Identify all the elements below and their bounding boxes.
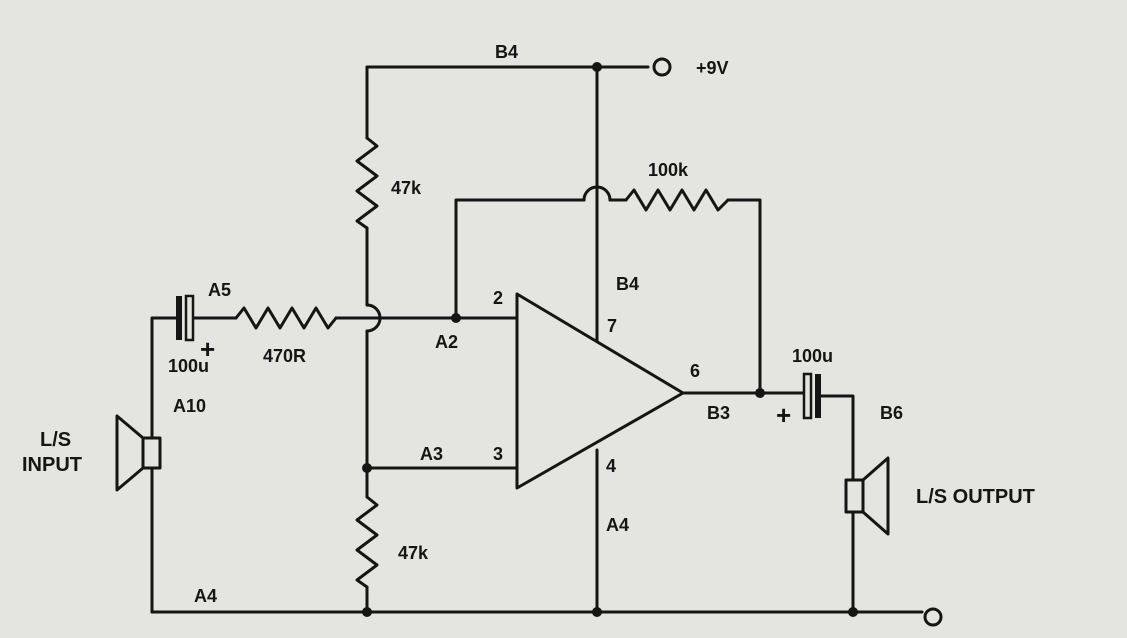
wire-input-left <box>150 316 180 442</box>
label-pin7: 7 <box>607 316 617 336</box>
label-r-input: 470R <box>263 346 306 366</box>
label-pin4: 4 <box>606 456 616 476</box>
capacitor-input <box>176 294 195 342</box>
label-r-lower: 47k <box>398 543 429 563</box>
label-c-input: 100u <box>168 356 209 376</box>
terminal-ground <box>923 607 943 627</box>
label-pin2: 2 <box>493 288 503 308</box>
label-b4-top: B4 <box>495 42 518 62</box>
label-a4-bottom: A4 <box>194 586 217 606</box>
resistor-470r <box>234 306 338 330</box>
resistor-47k-lower <box>355 495 379 589</box>
label-a5: A5 <box>208 280 231 300</box>
junctions <box>362 62 858 617</box>
label-a3: A3 <box>420 444 443 464</box>
resistor-47k-upper <box>355 136 379 230</box>
label-a10: A10 <box>173 396 206 416</box>
label-ls-output: L/S OUTPUT <box>916 486 1035 508</box>
label-r-feedback: 100k <box>648 160 689 180</box>
label-a4-right: A4 <box>606 515 629 535</box>
wire-feedback-right <box>726 198 762 395</box>
label-c-output: 100u <box>792 346 833 366</box>
op-amp-triangle <box>515 292 685 490</box>
label-r-upper: 47k <box>391 178 422 198</box>
capacitor-output <box>802 372 821 420</box>
label-ls-input-line1: L/S <box>40 429 71 451</box>
plus-output-cap: + <box>776 400 791 430</box>
resistor-100k <box>624 188 730 212</box>
label-supply: +9V <box>696 58 729 78</box>
terminal-supply <box>652 57 672 77</box>
label-b3: B3 <box>707 403 730 423</box>
label-b6: B6 <box>880 403 903 423</box>
label-b4-right: B4 <box>616 274 639 294</box>
wire-feedback-left <box>454 198 586 320</box>
label-ls-input-line2: INPUT <box>22 454 82 476</box>
label-a2: A2 <box>435 332 458 352</box>
plus-input-cap: + <box>200 334 215 364</box>
speaker-output-icon <box>844 456 890 536</box>
label-pin6: 6 <box>690 361 700 381</box>
speaker-input-icon <box>115 414 162 492</box>
label-pin3: 3 <box>493 444 503 464</box>
wire-output-cap-right <box>818 394 855 482</box>
